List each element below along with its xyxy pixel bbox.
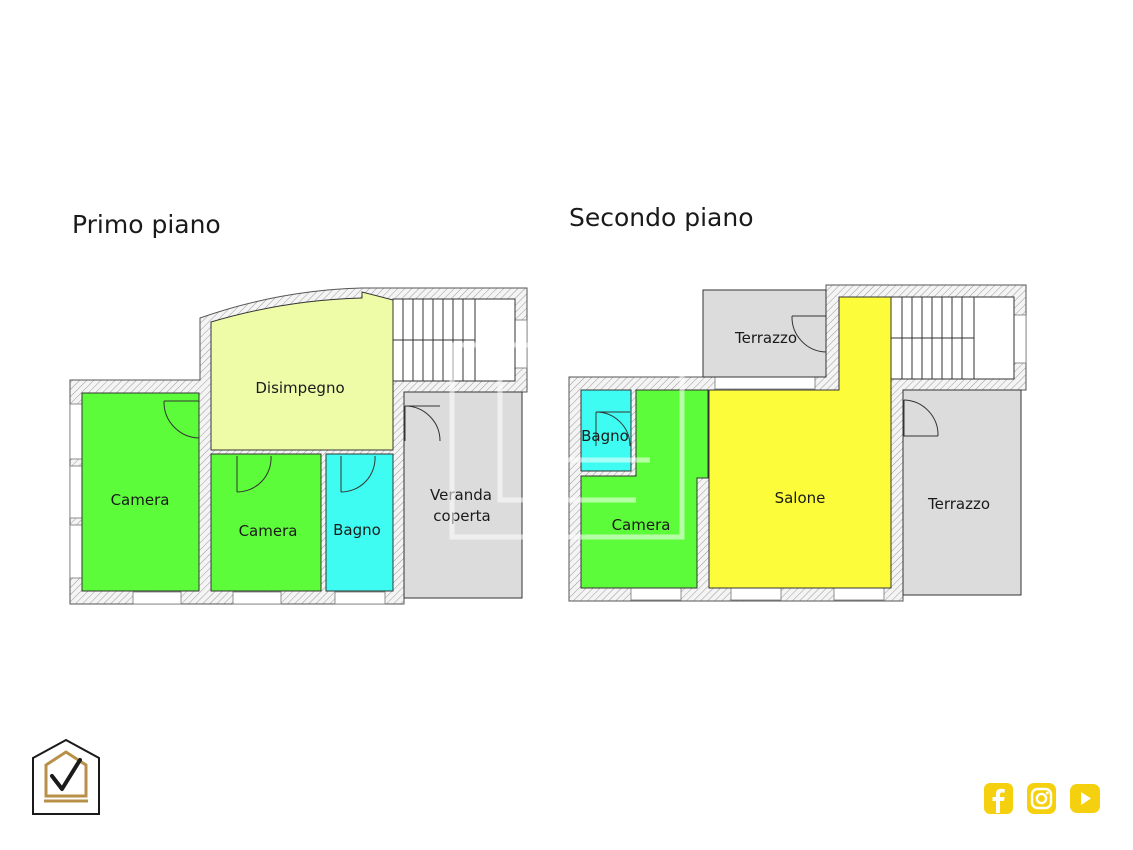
label-veranda-line1: Veranda (430, 486, 492, 504)
room-bagno (325, 453, 394, 592)
facebook-icon[interactable] (983, 782, 1014, 815)
label-terrazzo-right: Terrazzo (927, 495, 990, 513)
watermark (449, 342, 685, 540)
room-disimpegno (210, 291, 394, 451)
youtube-icon[interactable] (1069, 782, 1100, 815)
label-camera-2: Camera (239, 522, 298, 540)
windows-secondo (630, 314, 1027, 601)
label-salone: Salone (775, 489, 826, 507)
floor-plan-secondo: Terrazzo Bagno Camera Salone Terrazzo (568, 284, 1027, 602)
label-camera-3: Camera (612, 516, 671, 534)
floor-title-primo: Primo piano (72, 210, 221, 239)
instagram-icon[interactable] (1026, 782, 1057, 815)
label-terrazzo-top: Terrazzo (734, 329, 797, 347)
floor-plan-primo: Camera Disimpegno Camera Bagno Veranda c… (69, 287, 528, 605)
label-veranda-line2: coperta (433, 507, 490, 525)
doors-primo (163, 400, 441, 493)
room-camera-1 (81, 392, 200, 592)
label-disimpegno: Disimpegno (255, 379, 344, 397)
room-terrazzo-top (702, 289, 827, 378)
label-bagno: Bagno (333, 521, 381, 539)
room-terrazzo-right (902, 389, 1022, 596)
doors-secondo (595, 315, 939, 447)
label-camera-1: Camera (111, 491, 170, 509)
label-bagno-2: Bagno (581, 427, 629, 445)
stair-secondo (890, 296, 1015, 380)
house-check-logo (32, 738, 100, 815)
floor-title-secondo: Secondo piano (569, 203, 754, 232)
